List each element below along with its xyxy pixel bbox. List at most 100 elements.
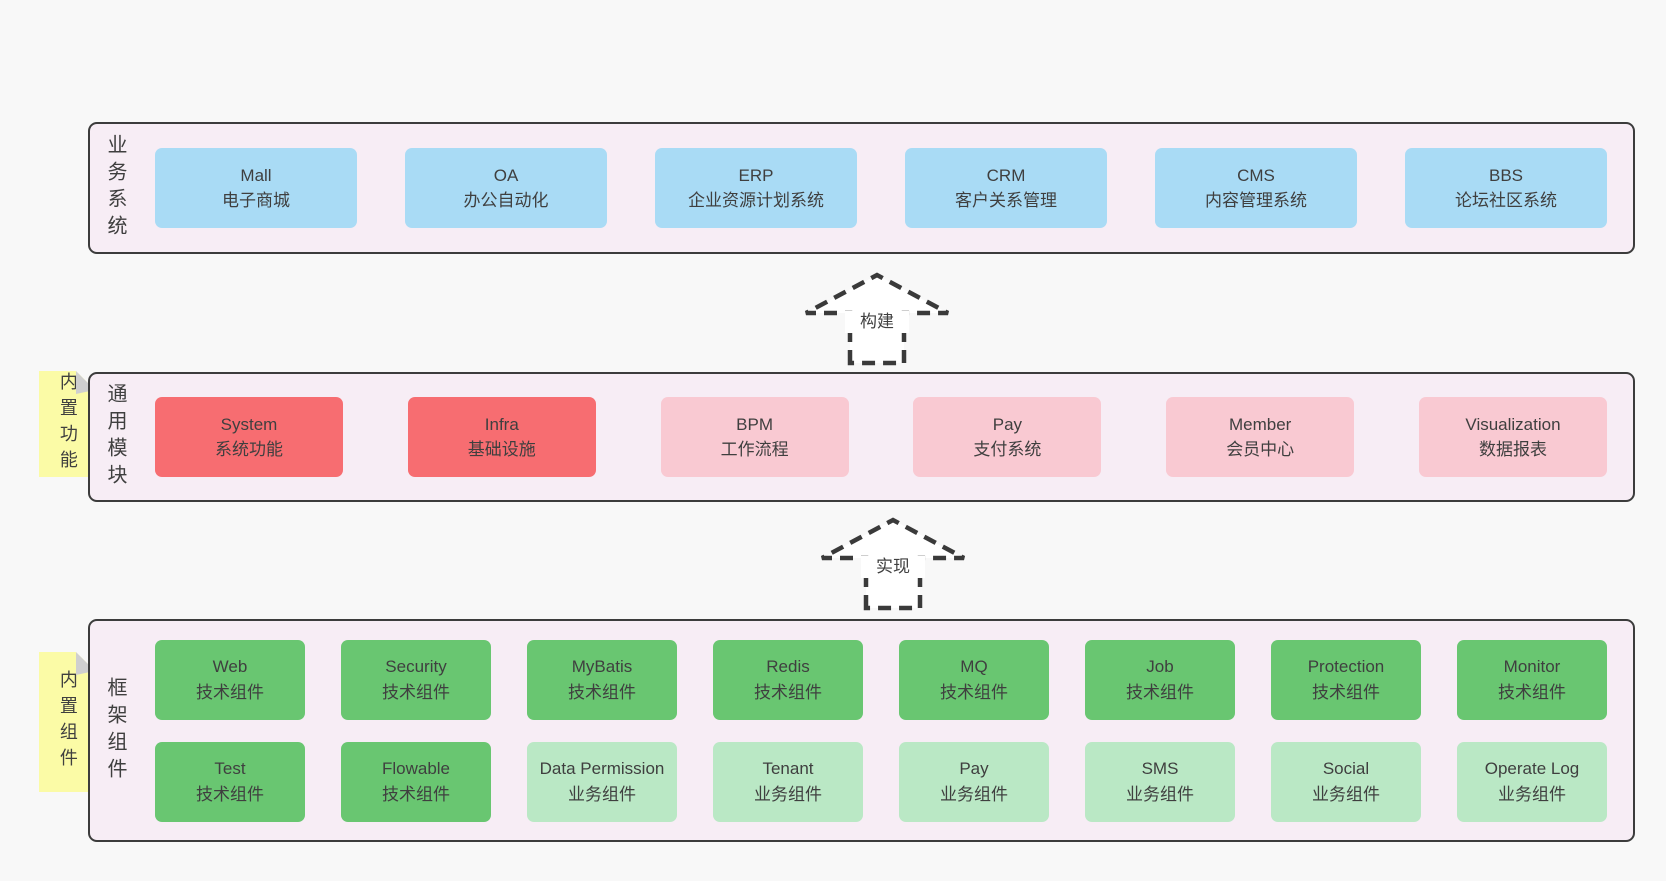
box-name: ERP — [738, 165, 774, 185]
box-description: 系统功能 — [215, 440, 283, 459]
box-name: OA — [493, 165, 519, 185]
box-name: Pay — [959, 759, 989, 778]
box-redis: Redis 技术组件 — [713, 639, 863, 720]
box-name: Protection — [1307, 657, 1385, 676]
box-description: 办公自动化 — [463, 191, 549, 210]
sticky-note-built-in-features: 内置功能 — [39, 371, 95, 477]
box-description: 技术组件 — [568, 682, 636, 702]
box-description: 会员中心 — [1226, 440, 1295, 459]
box-name: MQ — [960, 657, 988, 676]
box-pay: Pay 业务组件 — [899, 741, 1049, 822]
box-description: 论坛社区系统 — [1455, 191, 1557, 210]
layer-title: 通用模块 — [104, 383, 126, 491]
box-name: Test — [214, 759, 246, 778]
sticky-note-text: 内置组件 — [57, 670, 78, 774]
sticky-note-text: 内置功能 — [57, 372, 78, 476]
layer-title: 业务系统 — [104, 134, 126, 242]
box-description: 技术组件 — [754, 682, 822, 702]
box-name: MyBatis — [571, 657, 633, 676]
box-pay: Pay 支付系统 — [913, 397, 1102, 477]
box-tenant: Tenant 业务组件 — [713, 741, 863, 822]
box-monitor: Monitor 技术组件 — [1457, 639, 1607, 720]
box-description: 电子商城 — [222, 191, 290, 210]
box-name: Job — [1146, 657, 1174, 676]
box-name: Infra — [484, 414, 519, 434]
box-description: 技术组件 — [196, 682, 264, 702]
sticky-note-built-in-components: 内置组件 — [39, 652, 95, 792]
box-name: SMS — [1141, 759, 1179, 778]
layer-title: 框架组件 — [104, 676, 126, 785]
arrow-implement-label: 实现 — [861, 556, 925, 578]
box-social: Social 业务组件 — [1271, 741, 1421, 822]
box-protection: Protection 技术组件 — [1271, 639, 1421, 720]
box-description: 业务组件 — [1498, 784, 1566, 804]
box-infra: Infra 基础设施 — [407, 397, 596, 477]
box-description: 基础设施 — [467, 440, 536, 459]
box-operate-log: Operate Log 业务组件 — [1457, 741, 1607, 822]
box-description: 业务组件 — [1312, 784, 1380, 804]
box-name: Web — [212, 657, 248, 676]
box-name: Monitor — [1503, 657, 1561, 676]
box-name: Mall — [240, 165, 272, 185]
arrow-build-label: 构建 — [845, 311, 909, 333]
box-name: Redis — [766, 657, 810, 676]
box-description: 技术组件 — [382, 682, 450, 702]
box-description: 业务组件 — [754, 784, 822, 804]
box-description: 技术组件 — [196, 784, 264, 804]
box-name: Tenant — [762, 759, 814, 778]
box-description: 技术组件 — [1126, 682, 1194, 702]
box-description: 技术组件 — [940, 682, 1008, 702]
box-web: Web 技术组件 — [155, 639, 305, 720]
layer-boxes: System 系统功能 Infra 基础设施 BPM 工作流程 Pay 支付系统 Member 会… — [127, 397, 1633, 477]
box-visualization: Visualization 数据报表 — [1418, 397, 1607, 477]
box-description: 内容管理系统 — [1205, 191, 1307, 210]
box-job: Job 技术组件 — [1085, 639, 1235, 720]
box-name: BBS — [1488, 165, 1524, 185]
box-mybatis: MyBatis 技术组件 — [527, 639, 677, 720]
box-description: 技术组件 — [1498, 682, 1566, 702]
component-row: System 系统功能 Infra 基础设施 BPM 工作流程 Pay 支付系统 Member 会… — [155, 397, 1607, 477]
box-description: 客户关系管理 — [955, 191, 1057, 210]
box-sms: SMS 业务组件 — [1085, 741, 1235, 822]
box-name: Social — [1322, 759, 1370, 778]
box-name: Data Permission — [539, 759, 665, 778]
box-name: System — [220, 414, 278, 434]
box-name: Pay — [992, 414, 1023, 434]
box-description: 业务组件 — [1126, 784, 1194, 804]
box-name: BPM — [736, 414, 774, 434]
box-bbs: BBS 论坛社区系统 — [1405, 148, 1607, 228]
box-name: Visualization — [1465, 414, 1561, 434]
box-description: 技术组件 — [1312, 682, 1380, 702]
box-mall: Mall 电子商城 — [155, 148, 357, 228]
box-description: 业务组件 — [940, 784, 1008, 804]
box-description: 数据报表 — [1478, 440, 1547, 459]
box-description: 技术组件 — [382, 784, 450, 804]
box-mq: MQ 技术组件 — [899, 639, 1049, 720]
box-system: System 系统功能 — [155, 397, 343, 477]
box-oa: OA 办公自动化 — [405, 148, 607, 228]
box-test: Test 技术组件 — [155, 741, 305, 822]
box-description: 支付系统 — [973, 440, 1042, 459]
box-name: Operate Log — [1484, 759, 1580, 778]
box-description: 工作流程 — [720, 440, 789, 459]
box-flowable: Flowable 技术组件 — [341, 741, 491, 822]
layer-common-modules: 通用模块 System 系统功能 Infra 基础设施 BPM 工作流程 Pay 支付系统 Me… — [88, 372, 1635, 502]
box-name: Security — [385, 657, 447, 676]
box-name: Member — [1229, 414, 1292, 434]
box-name: Flowable — [381, 759, 451, 778]
box-data-permission: Data Permission 业务组件 — [527, 741, 677, 822]
box-security: Security 技术组件 — [341, 639, 491, 720]
box-description: 业务组件 — [568, 784, 636, 804]
box-bpm: BPM 工作流程 — [660, 397, 849, 477]
box-member: Member 会员中心 — [1166, 397, 1355, 477]
